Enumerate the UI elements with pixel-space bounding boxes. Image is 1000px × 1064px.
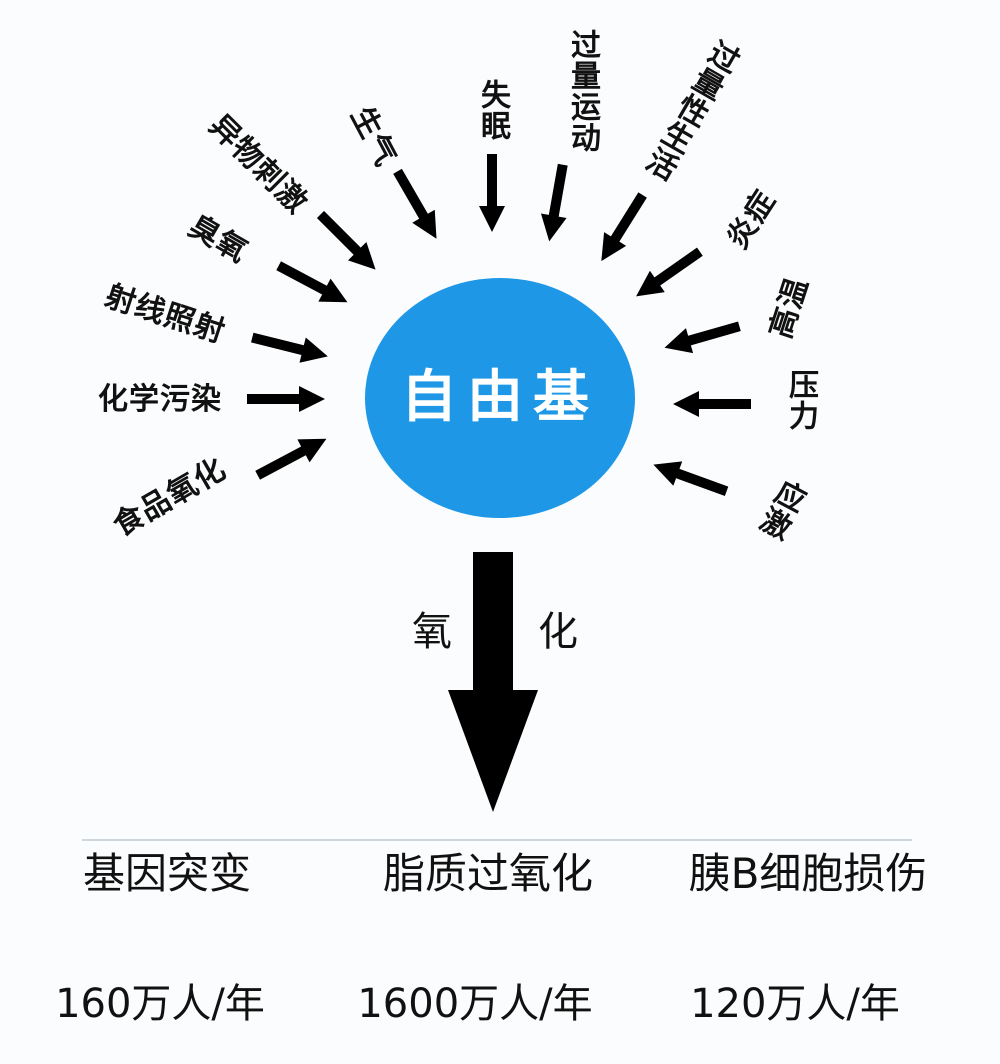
factor-arrow xyxy=(649,452,731,503)
factor-arrow xyxy=(661,314,743,360)
oxidation-label-left: 氧 xyxy=(412,609,452,655)
main-oxidation-arrow xyxy=(448,552,538,812)
outcome-stat: 120万人/年 xyxy=(690,981,900,1027)
factor-arrow xyxy=(673,391,751,417)
center-circle xyxy=(365,278,635,518)
outcome-label: 胰B细胞损伤 xyxy=(688,849,928,898)
oxidation-label-right: 化 xyxy=(538,609,578,655)
factor-arrow xyxy=(272,254,353,314)
factor-arrow xyxy=(386,165,448,246)
factor-label: 压力 xyxy=(783,369,818,431)
factor-arrow xyxy=(247,386,325,412)
factor-arrow xyxy=(249,325,331,369)
outcome-label: 基因突变 xyxy=(82,849,251,898)
factor-arrow xyxy=(251,427,332,487)
factor-arrow xyxy=(311,205,385,279)
factor-label: 失眠 xyxy=(475,79,510,141)
factor-arrow xyxy=(536,162,575,243)
center-label: 自由基 xyxy=(401,365,599,430)
factor-arrow xyxy=(629,241,708,307)
factor-label: 化学污染 xyxy=(98,382,222,417)
factor-arrow xyxy=(590,188,653,268)
outcome-stat: 1600万人/年 xyxy=(357,981,593,1027)
factor-label: 过量运动 xyxy=(565,29,600,153)
outcome-label: 脂质过氧化 xyxy=(382,849,593,898)
outcome-stat: 160万人/年 xyxy=(55,981,265,1027)
factor-arrow xyxy=(479,154,505,232)
